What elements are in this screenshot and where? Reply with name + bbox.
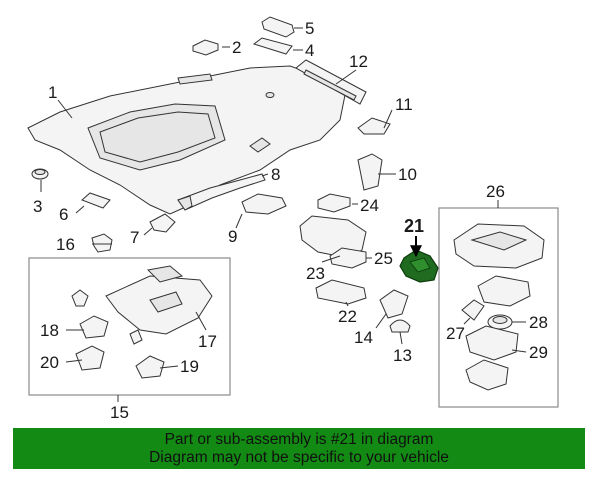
callout-24: 24 [360,196,379,215]
part-21-highlighted[interactable] [399,249,439,283]
part-13[interactable] [389,319,411,333]
part-17[interactable] [71,289,89,307]
callout-6: 6 [59,205,68,224]
part-7[interactable] [149,213,176,233]
part-10[interactable] [357,153,383,191]
part-6[interactable] [81,192,111,209]
callout-20: 20 [40,353,59,372]
part-17b[interactable] [129,329,143,345]
callout-11: 11 [395,95,413,114]
part-26b[interactable] [477,275,531,307]
callout-17: 17 [198,332,217,351]
callout-27: 27 [446,324,465,343]
part-20[interactable] [75,345,105,371]
callout-15: 15 [110,403,129,422]
part-8[interactable] [177,173,266,211]
part-27[interactable] [461,299,485,321]
callout-18: 18 [40,321,59,340]
part-4[interactable] [252,37,293,55]
callout-26: 26 [486,182,505,201]
callout-22: 22 [338,307,357,326]
group-box-15 [28,257,231,396]
callout-3: 3 [33,197,42,216]
callout-4: 4 [305,41,314,60]
callout-25: 25 [374,249,393,268]
callout-10: 10 [398,165,417,184]
callout-12: 12 [349,52,368,71]
headliner-part[interactable] [27,65,346,215]
sun-visor-part[interactable] [105,265,213,335]
callout-2: 2 [232,38,241,57]
part-14[interactable] [379,289,409,319]
callout-23: 23 [306,264,325,283]
part-24[interactable] [317,193,351,213]
leader-lines [40,27,527,402]
part-25[interactable] [329,247,367,269]
callout-28: 28 [529,313,548,332]
callout-14: 14 [354,328,373,347]
callout-9: 9 [228,227,237,246]
part-5[interactable] [261,16,295,38]
callout-5: 5 [305,19,314,38]
callout-21: 21 [404,216,424,236]
callout-19: 19 [180,357,199,376]
overhead-console-part[interactable] [453,223,545,269]
callout-16: 16 [56,235,75,254]
part-2[interactable] [192,39,219,56]
part-19[interactable] [135,355,165,379]
info-banner: Part or sub-assembly is #21 in diagram D… [13,428,585,469]
part-28[interactable] [487,314,513,330]
callout-13: 13 [393,346,412,365]
banner-line-2: Diagram may not be specific to your vehi… [149,449,449,466]
part-23[interactable] [299,215,367,259]
part-29b[interactable] [465,359,509,391]
part-16[interactable] [91,233,113,253]
parts-diagram: 1 2 3 4 5 6 7 8 9 10 11 12 13 14 15 16 1… [27,16,559,422]
part-9[interactable] [241,193,287,215]
callout-labels: 1 2 3 4 5 6 7 8 9 10 11 12 13 14 15 16 1… [33,19,548,422]
callout-8: 8 [271,165,280,184]
callout-7: 7 [130,228,139,247]
callout-29: 29 [529,343,548,362]
callout-1: 1 [48,83,57,102]
part-3[interactable] [31,168,49,180]
part-12[interactable] [295,59,367,105]
part-11[interactable] [357,117,391,135]
part-22[interactable] [315,279,367,305]
part-29[interactable] [465,325,519,361]
part-18[interactable] [79,315,109,339]
banner-line-1: Part or sub-assembly is #21 in diagram [164,431,434,448]
